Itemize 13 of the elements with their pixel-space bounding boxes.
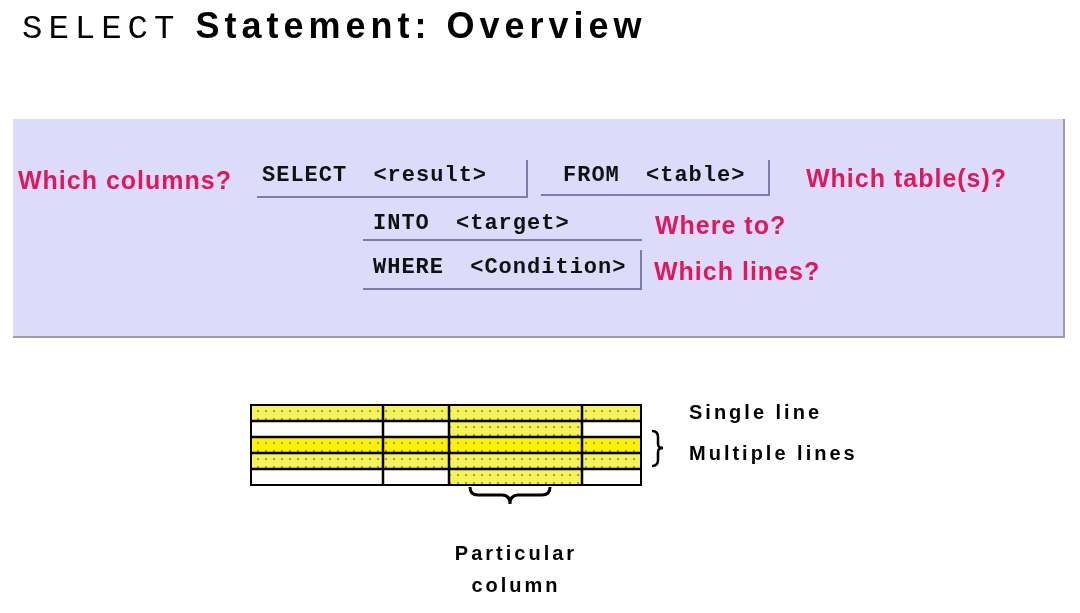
query-panel [13,119,1065,338]
clause-box: SELECT <result> [257,160,528,198]
question-label: Which columns? [18,166,232,194]
row-label: Multiple lines [689,441,858,466]
question-label: Which lines? [654,257,821,285]
column-label: Particular column [453,541,579,598]
clause-box: FROM <table> [541,160,770,196]
title: SELECT Statement: Overview [22,4,647,50]
row-label: Single line [689,400,823,425]
clause-box: WHERE <Condition> [363,250,642,290]
question-label: Where to? [655,211,787,239]
question-label: Which table(s)? [806,164,1008,192]
clause-box: INTO <target> [363,210,642,241]
